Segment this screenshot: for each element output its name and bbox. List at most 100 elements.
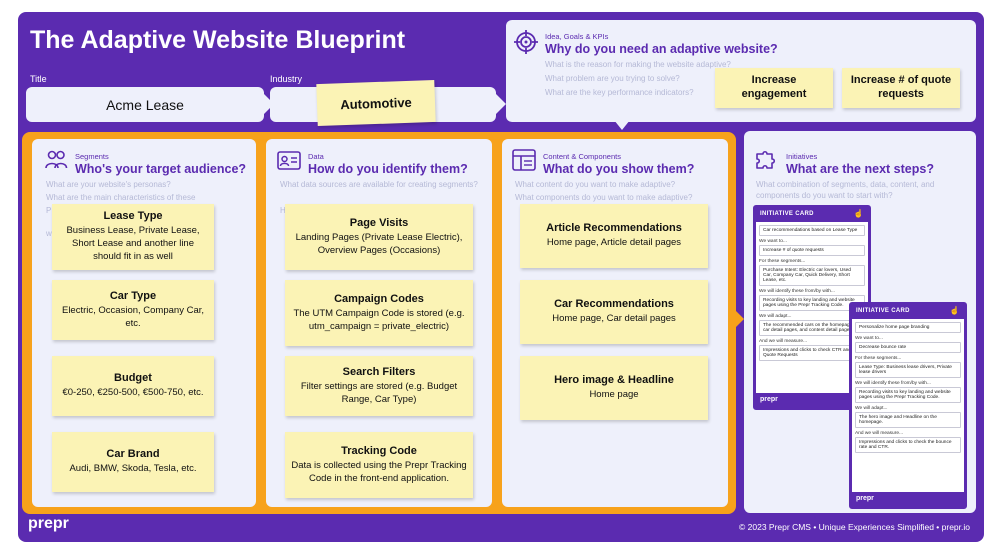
data-question-1: What data sources are available for crea… xyxy=(280,180,478,189)
segment-note-car-type[interactable]: Car Type Electric, Occasion, Company Car… xyxy=(52,280,214,340)
segments-question-4: w xyxy=(46,229,52,238)
title-arrow xyxy=(264,94,274,114)
card-row-label: We want to... xyxy=(855,336,883,341)
initiatives-title: What are the next steps? xyxy=(786,162,934,176)
card-row-value: Recording visits to key landing and webs… xyxy=(855,387,961,403)
card-header-label: INITIATIVE CARD xyxy=(856,308,910,314)
card-body: Personalize home page branding We want t… xyxy=(852,319,964,455)
note-text: Audi, BMW, Skoda, Tesla, etc. xyxy=(69,463,197,475)
card-row-label: We will identify these from/by with... xyxy=(759,289,835,294)
data-note-tracking-code[interactable]: Tracking Code Data is collected using th… xyxy=(285,432,473,498)
card-header-label: INITIATIVE CARD xyxy=(760,211,814,217)
hand-icon: ☝ xyxy=(853,209,864,218)
segments-question-2: What are the main characteristics of the… xyxy=(46,193,196,202)
note-title: Car Recommendations xyxy=(554,298,674,311)
note-title: Search Filters xyxy=(342,365,416,378)
note-title: Hero image & Headline xyxy=(554,374,674,387)
note-text: Landing Pages (Private Lease Electric), … xyxy=(295,231,463,256)
card-name: Car recommendations based on Lease Type xyxy=(759,225,865,236)
content-note-hero-image[interactable]: Hero image & Headline Home page xyxy=(520,356,708,420)
people-icon xyxy=(44,148,68,177)
id-card-icon xyxy=(277,149,301,176)
content-note-car-recommendations[interactable]: Car Recommendations Home page, Car detai… xyxy=(520,280,708,344)
initiatives-small-label: Initiatives xyxy=(786,152,818,161)
card-row-label: And we will measure... xyxy=(759,339,807,344)
initiative-card-2[interactable]: INITIATIVE CARD ☝ Personalize home page … xyxy=(849,302,967,509)
note-text: The UTM Campaign Code is stored (e.g. ut… xyxy=(293,307,465,332)
title-field-label: Title xyxy=(30,74,47,84)
card-row-label: We will adapt... xyxy=(759,314,792,319)
segments-question-3: P xyxy=(46,206,52,215)
note-text: Home page, Article detail pages xyxy=(546,237,682,249)
goals-pointer xyxy=(614,120,630,130)
data-note-campaign-codes[interactable]: Campaign Codes The UTM Campaign Code is … xyxy=(285,280,473,346)
card-row-value: Increase # of quote requests xyxy=(759,245,865,256)
industry-note-text: Automotive xyxy=(340,94,412,112)
note-text: Home page, Car detail pages xyxy=(552,313,676,325)
card-row-value: Lease Type: Business lease drivers, Priv… xyxy=(855,362,961,378)
puzzle-icon xyxy=(754,148,778,177)
card-row-value: Decrease bounce rate xyxy=(855,342,961,353)
title-field[interactable]: Acme Lease xyxy=(26,87,264,122)
card-header: INITIATIVE CARD ☝ xyxy=(852,305,964,319)
segment-note-budget[interactable]: Budget €0-250, €250-500, €500-750, etc. xyxy=(52,356,214,416)
content-question-1: What content do you want to make adaptiv… xyxy=(515,180,676,189)
note-text: Home page xyxy=(589,389,639,401)
data-small-label: Data xyxy=(308,152,324,161)
title-field-value: Acme Lease xyxy=(106,96,184,113)
hand-icon: ☝ xyxy=(949,306,960,315)
note-text: Business Lease, Private Lease, Short Lea… xyxy=(66,225,200,262)
content-small-label: Content & Components xyxy=(543,152,621,161)
data-question-2: H xyxy=(280,206,286,215)
goals-small-label: Idea, Goals & KPIs xyxy=(545,32,609,41)
card-row-label: And we will measure... xyxy=(855,431,903,436)
data-note-page-visits[interactable]: Page Visits Landing Pages (Private Lease… xyxy=(285,204,473,270)
note-title: Tracking Code xyxy=(341,444,417,457)
card-row-label: For these segments... xyxy=(855,356,902,361)
card-row-label: We want to... xyxy=(759,239,787,244)
segments-question-1: What are your website's personas? xyxy=(46,180,171,189)
data-note-search-filters[interactable]: Search Filters Filter settings are store… xyxy=(285,356,473,416)
note-text: €0-250, €250-500, €500-750, etc. xyxy=(62,387,204,399)
target-icon xyxy=(514,30,538,59)
segment-note-lease-type[interactable]: Lease Type Business Lease, Private Lease… xyxy=(52,204,214,270)
card-row-label: We will identify these from/by with... xyxy=(855,381,931,386)
layout-icon xyxy=(512,149,536,176)
initiatives-question: What combination of segments, data, cont… xyxy=(756,180,935,200)
segments-small-label: Segments xyxy=(75,152,109,161)
note-text: Filter settings are stored (e.g. Budget … xyxy=(300,380,458,405)
note-text: Electric, Occasion, Company Car, etc. xyxy=(61,304,205,329)
goals-note-quotes[interactable]: Increase # of quote requests xyxy=(842,68,960,108)
goals-question-2: What problem are you trying to solve? xyxy=(545,74,680,83)
card-header: INITIATIVE CARD ☝ xyxy=(756,208,868,222)
card-row-value: Impressions and clicks to check the boun… xyxy=(855,437,961,453)
goals-note-quotes-text: Increase # of quote requests xyxy=(850,74,952,100)
industry-field-label: Industry xyxy=(270,74,303,84)
goals-note-engagement-text: Increase engagement xyxy=(741,74,807,100)
goals-note-engagement[interactable]: Increase engagement xyxy=(715,68,833,108)
segment-note-car-brand[interactable]: Car Brand Audi, BMW, Skoda, Tesla, etc. xyxy=(52,432,214,492)
note-title: Page Visits xyxy=(349,216,409,229)
data-title: How do you identify them? xyxy=(308,162,468,176)
note-text: Data is collected using the Prepr Tracki… xyxy=(291,459,467,484)
card-name: Personalize home page branding xyxy=(855,322,961,333)
note-title: Budget xyxy=(114,372,152,385)
copyright-note: © 2023 Prepr CMS • Unique Experiences Si… xyxy=(739,522,970,532)
note-title: Car Brand xyxy=(106,448,160,461)
note-title: Car Type xyxy=(109,289,157,302)
industry-arrow xyxy=(496,94,506,114)
prepr-logo: prepr xyxy=(28,515,69,532)
industry-note[interactable]: Automotive xyxy=(316,79,436,127)
card-footer-logo: prepr xyxy=(756,393,868,407)
page-title: The Adaptive Website Blueprint xyxy=(30,26,406,54)
card-row-value: The hero image and Headline on the homep… xyxy=(855,412,961,428)
content-question-2: What components do you want to make adap… xyxy=(515,193,693,202)
note-title: Article Recommendations xyxy=(546,222,682,235)
content-note-article-recommendations[interactable]: Article Recommendations Home page, Artic… xyxy=(520,204,708,268)
blueprint-board: The Adaptive Website Blueprint Title Acm… xyxy=(18,12,984,542)
goals-question-1: What is the reason for making the websit… xyxy=(545,60,731,69)
note-title: Campaign Codes xyxy=(334,292,424,305)
card-row-value: Purchase Intent: Electric car lovers, Us… xyxy=(759,265,865,286)
card-footer-logo: prepr xyxy=(852,492,964,506)
content-title: What do you show them? xyxy=(543,162,695,176)
